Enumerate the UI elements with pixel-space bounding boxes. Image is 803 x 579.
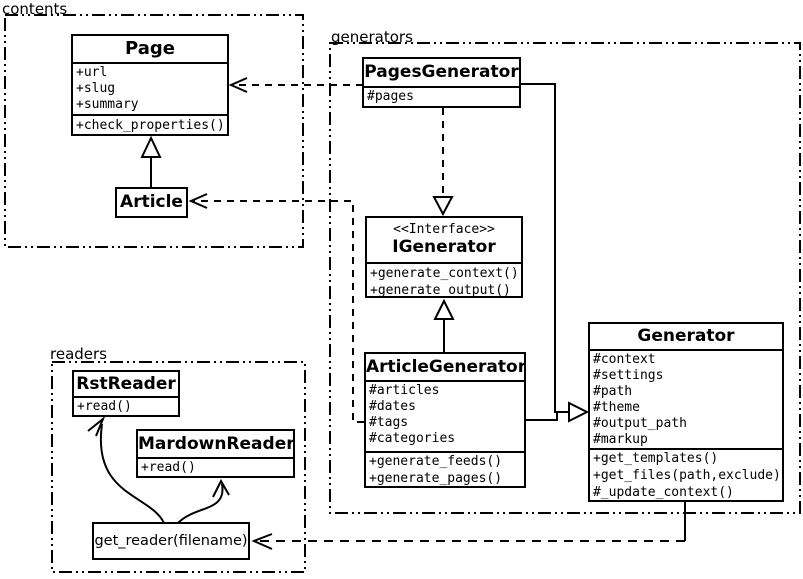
class-article-name: Article: [120, 192, 183, 212]
method-row: +read(): [77, 399, 132, 414]
class-igenerator-stereotype: <<Interface>>: [393, 222, 495, 237]
class-rst-reader-name: RstReader: [76, 374, 176, 394]
class-generator-name: Generator: [637, 326, 735, 346]
association-get-reader-to-mardownreader: [177, 478, 230, 524]
class-page-attributes: +url +slug +summary: [73, 62, 227, 114]
class-mardown-reader-methods: +read(): [138, 457, 293, 476]
method-row: +get_templates(): [593, 451, 719, 466]
class-article-generator: ArticleGenerator #articles #dates #tags …: [364, 352, 526, 488]
attribute-row: #settings: [593, 368, 664, 383]
attribute-row: +summary: [76, 97, 139, 112]
attribute-row: #dates: [369, 399, 416, 414]
inheritance-articlegenerator-to-generator: [526, 401, 590, 423]
attribute-row: #articles: [369, 383, 440, 398]
class-igenerator: <<Interface>> IGenerator +generate_conte…: [365, 216, 523, 298]
class-pages-generator-attributes: #pages: [364, 86, 519, 106]
package-label-readers: readers: [50, 345, 107, 363]
method-row: +read(): [141, 460, 196, 475]
attribute-row: #theme: [593, 400, 640, 415]
class-generator-methods: +get_templates() +get_files(path,exclude…: [590, 448, 782, 501]
association-get-reader-to-rstreader: [87, 415, 165, 524]
class-igenerator-header: <<Interface>> IGenerator: [367, 218, 521, 262]
method-row: +generate_pages(): [369, 471, 503, 486]
class-page-methods: +check_properties(): [73, 114, 227, 135]
inheritance-article-to-page: [140, 135, 162, 187]
method-row: +generate_context(): [370, 266, 519, 281]
class-mardown-reader: MardownReader +read(): [136, 429, 295, 478]
method-row: +generate_feeds(): [369, 454, 503, 469]
class-article-generator-name: ArticleGenerator: [366, 357, 524, 377]
method-row: #_update_context(): [593, 485, 734, 500]
attribute-row: #categories: [369, 431, 456, 446]
class-article-generator-methods: +generate_feeds() +generate_pages(): [366, 451, 524, 487]
generators-package-border: [329, 42, 801, 514]
class-generator: Generator #context #settings #path #them…: [588, 322, 784, 502]
class-rst-reader-methods: +read(): [74, 396, 178, 415]
class-igenerator-name: IGenerator: [392, 237, 496, 257]
class-pages-generator: PagesGenerator #pages: [362, 57, 521, 108]
inheritance-articlegenerator-to-igenerator: [433, 298, 455, 352]
method-row: +get_files(path,exclude): [593, 468, 781, 483]
attribute-row: #tags: [369, 415, 409, 430]
realization-pagesgenerator-to-igenerator: [432, 108, 454, 217]
class-mardown-reader-name: MardownReader: [138, 434, 293, 454]
attribute-row: #output_path: [593, 416, 687, 431]
class-igenerator-methods: +generate_context() +generate_output(): [367, 262, 521, 301]
class-page-name: Page: [125, 38, 175, 59]
class-article-generator-attributes: #articles #dates #tags #categories: [366, 380, 524, 451]
attribute-row: +url: [76, 65, 108, 80]
attribute-row: #path: [593, 384, 633, 399]
inheritance-pagesgenerator-to-generator: [520, 83, 568, 413]
package-label-contents: contents: [2, 0, 68, 18]
class-page: Page +url +slug +summary +check_properti…: [71, 34, 229, 136]
class-rst-reader: RstReader +read(): [72, 370, 180, 417]
attribute-row: #pages: [367, 89, 414, 104]
package-label-generators: generators: [331, 28, 413, 46]
dependency-generator-to-get-reader: [251, 502, 686, 550]
get-reader-node: get_reader(filename): [92, 522, 250, 560]
dependency-pagesgenerator-to-page: [228, 77, 363, 93]
attribute-row: #markup: [593, 432, 648, 447]
class-pages-generator-name: PagesGenerator: [364, 62, 519, 82]
contents-package-border: [4, 14, 304, 248]
attribute-row: #context: [593, 352, 656, 367]
method-row: +generate_output(): [370, 283, 511, 298]
readers-package-border: [51, 361, 306, 573]
method-row: +check_properties(): [76, 118, 225, 133]
class-article: Article: [115, 187, 188, 218]
attribute-row: +slug: [76, 81, 116, 96]
class-generator-attributes: #context #settings #path #theme #output_…: [590, 349, 782, 448]
dependency-articlegenerator-to-article: [188, 193, 364, 423]
